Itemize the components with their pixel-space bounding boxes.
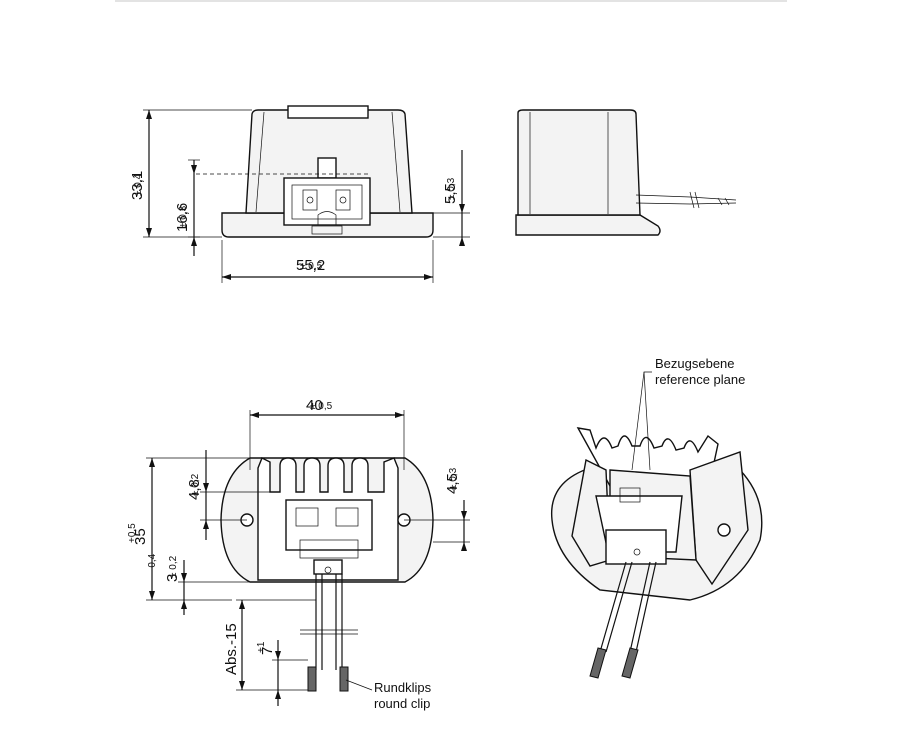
front-dimensions xyxy=(143,109,470,283)
dim-base: 3 ± 0,2 xyxy=(164,555,181,582)
top-view xyxy=(220,457,434,692)
svg-text:-0,4: -0,4 xyxy=(147,553,158,571)
svg-text:+0,5: +0,5 xyxy=(127,523,138,543)
top-connector xyxy=(285,499,373,551)
top-border xyxy=(115,0,787,2)
side-housing xyxy=(517,109,641,216)
dim-abs: Abs.-15 xyxy=(223,623,240,675)
svg-text:40: 40 xyxy=(306,397,323,414)
dim-depth: 35 +0,5 -0,4 xyxy=(127,523,158,571)
svg-text:16,6: 16,6 xyxy=(174,203,191,232)
dim-height-small: 5,5 ± 0,3 xyxy=(442,177,459,204)
svg-text:± 0,3: ± 0,3 xyxy=(178,205,189,228)
dim-width-total: 55,2 ± 0,5 xyxy=(296,257,325,274)
front-connector xyxy=(283,177,371,226)
svg-text:± 0,2: ± 0,2 xyxy=(190,473,201,496)
svg-text:± 0,3: ± 0,3 xyxy=(448,467,459,490)
dim-hole-offset: 4,5 ± 0,3 xyxy=(444,467,461,494)
dim-height-total: 33,1 ± 0,4 xyxy=(129,171,146,200)
svg-text:5,5: 5,5 xyxy=(442,183,459,204)
svg-text:± 0,2: ± 0,2 xyxy=(168,555,179,578)
dim-fin-height: 4,8 ± 0,2 xyxy=(186,473,203,500)
top-dimensions xyxy=(146,410,470,706)
iso-clip-right xyxy=(621,647,639,679)
front-tab xyxy=(317,157,337,179)
svg-text:35: 35 xyxy=(132,528,149,545)
label-reference-de: Bezugsebene xyxy=(655,356,735,371)
round-clip-right xyxy=(339,666,349,692)
svg-text:3: 3 xyxy=(164,574,181,582)
iso-mount-hole xyxy=(717,523,731,537)
iso-clip-left xyxy=(589,647,607,679)
svg-text:4,8: 4,8 xyxy=(186,479,203,500)
svg-text:± 0,5: ± 0,5 xyxy=(310,401,333,412)
svg-text:4,5: 4,5 xyxy=(444,473,461,494)
svg-text:± 0,5: ± 0,5 xyxy=(300,261,323,272)
side-base-plate xyxy=(515,214,661,236)
label-round-clip-de: Rundklips xyxy=(374,680,432,695)
svg-text:+1: +1 xyxy=(256,641,267,653)
round-clip-left xyxy=(307,666,317,692)
svg-text:7: 7 xyxy=(259,647,276,655)
svg-text:33,1: 33,1 xyxy=(129,171,146,200)
label-round-clip-en: round clip xyxy=(374,696,430,711)
svg-text:± 0,4: ± 0,4 xyxy=(133,173,144,196)
isometric-view xyxy=(550,371,763,679)
dim-strip: 7 +1 xyxy=(256,641,276,655)
svg-text:Abs.-15: Abs.-15 xyxy=(223,623,240,675)
side-view xyxy=(515,109,737,236)
svg-text:55,2: 55,2 xyxy=(296,257,325,274)
svg-text:± 0,3: ± 0,3 xyxy=(446,177,457,200)
dim-height-ref: 16,6 ± 0,3 xyxy=(174,203,191,232)
front-view xyxy=(196,105,434,238)
front-top-rib xyxy=(287,105,369,119)
dim-width-top: 40 ± 0,5 xyxy=(306,397,333,414)
label-reference-en: reference plane xyxy=(655,372,745,387)
